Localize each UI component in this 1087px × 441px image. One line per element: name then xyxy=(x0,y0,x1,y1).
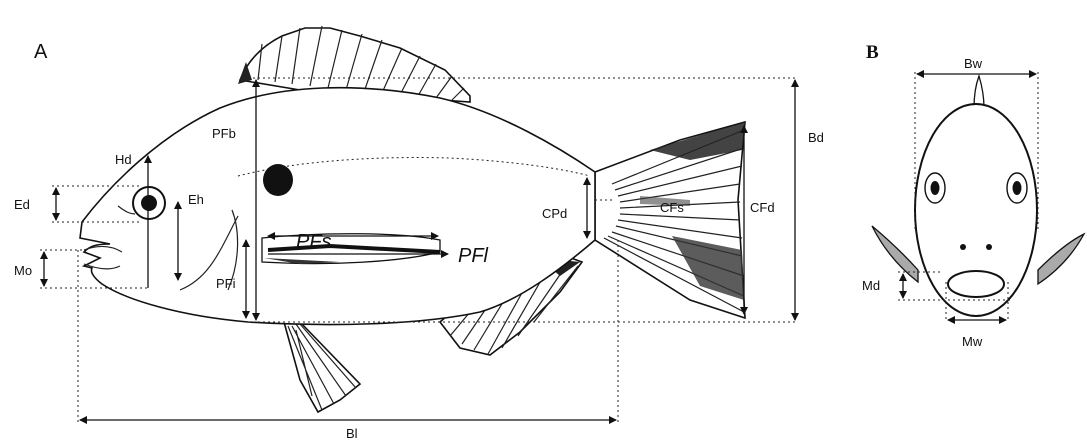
label-pfl: PFl xyxy=(458,245,489,267)
label-mo: Mo xyxy=(14,263,32,278)
opercular-spot xyxy=(263,164,293,196)
front-left-pectoral-fin xyxy=(872,226,918,282)
label-ed: Ed xyxy=(14,197,30,212)
panel-a-letter: A xyxy=(34,41,48,63)
panel-b-letter: B xyxy=(866,42,879,63)
caudal-fin xyxy=(595,122,745,318)
label-pfs: PFs xyxy=(296,231,332,253)
label-eh: Eh xyxy=(188,192,204,207)
label-bw: Bw xyxy=(964,56,983,71)
label-pfb: PFb xyxy=(212,126,236,141)
label-hd: Hd xyxy=(115,152,132,167)
label-md: Md xyxy=(862,278,880,293)
panel-b: B Bw Md Mw xyxy=(862,42,1084,349)
label-bl: Bl xyxy=(346,426,358,441)
label-pfi: PFi xyxy=(216,276,236,291)
label-cfs: CFs xyxy=(660,200,684,215)
panel-a: A xyxy=(14,26,824,441)
label-cpd: CPd xyxy=(542,206,567,221)
pelvic-fin xyxy=(284,322,360,412)
label-bd: Bd xyxy=(808,130,824,145)
label-mw: Mw xyxy=(962,334,983,349)
front-right-pectoral-fin xyxy=(1038,234,1084,284)
label-cfd: CFd xyxy=(750,200,775,215)
front-mouth xyxy=(948,271,1004,297)
